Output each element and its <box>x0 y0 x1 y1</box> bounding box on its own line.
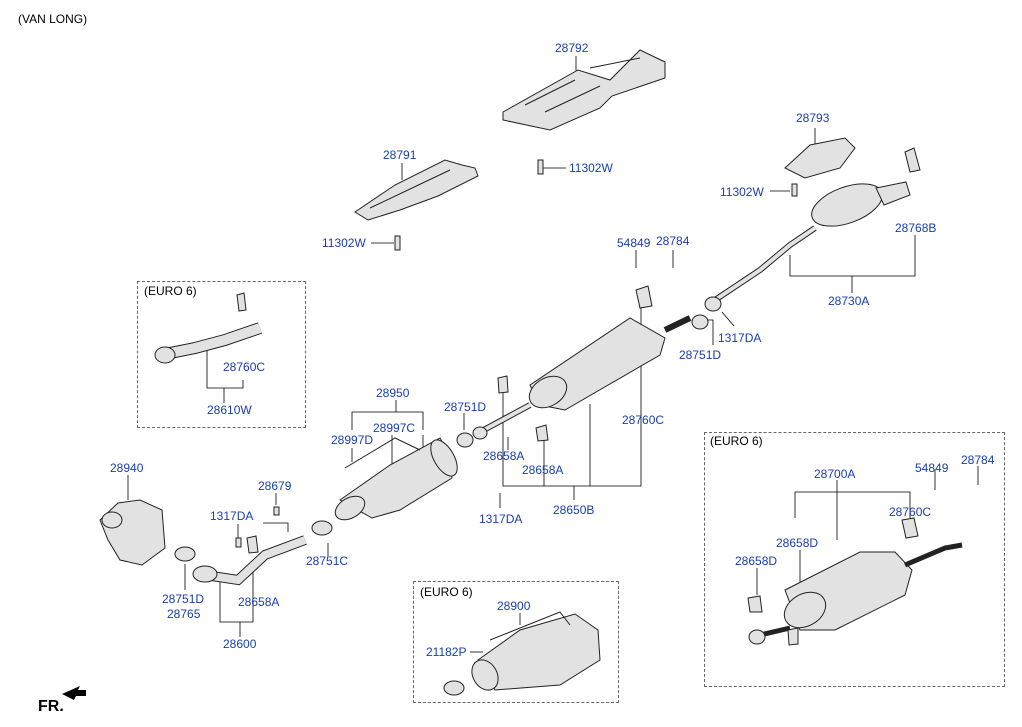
part-11302w-1[interactable]: 11302W <box>569 161 613 175</box>
euro6-hanger-28658d <box>747 595 763 613</box>
part-28658a-1[interactable]: 28658A <box>483 449 525 463</box>
gasket-28765 <box>174 546 196 562</box>
part-28730a[interactable]: 28730A <box>828 294 870 308</box>
flange-right <box>704 296 722 312</box>
part-28751d-2[interactable]: 28751D <box>444 400 487 414</box>
part-28765[interactable]: 28765 <box>167 607 201 621</box>
part-28997d[interactable]: 28997D <box>331 433 374 447</box>
diagram-header: (VAN LONG) <box>18 12 88 26</box>
bolt-11302w-1 <box>537 159 544 175</box>
part-1317da-2[interactable]: 1317DA <box>479 512 523 526</box>
hanger-28658a-1 <box>497 375 509 394</box>
euro6-pipe <box>154 346 176 364</box>
hanger-28768b <box>904 147 921 173</box>
part-21182p[interactable]: 21182P <box>426 645 467 659</box>
gasket-28751d <box>691 314 709 330</box>
part-28950[interactable]: 28950 <box>376 386 410 400</box>
euro6-hanger-28658d-2 <box>787 627 799 646</box>
heat-shield-28793 <box>784 137 856 179</box>
hanger-28658a-2 <box>535 424 549 442</box>
part-28658d-2[interactable]: 28658D <box>735 554 778 568</box>
part-28760c-2[interactable]: 28760C <box>622 413 665 427</box>
group-label-euro6-a: (EURO 6) <box>142 284 199 298</box>
part-28658d-1[interactable]: 28658D <box>776 536 819 550</box>
part-28997c[interactable]: 28997C <box>373 421 416 435</box>
part-54849-1[interactable]: 54849 <box>617 236 651 250</box>
front-indicator: FR. <box>38 698 64 715</box>
tail-pipe <box>875 181 911 206</box>
part-28751d-1[interactable]: 28751D <box>679 348 722 362</box>
part-28610w[interactable]: 28610W <box>207 403 252 417</box>
part-28751d-3[interactable]: 28751D <box>162 592 205 606</box>
heat-shield-28791 <box>354 159 479 221</box>
part-28768b[interactable]: 28768B <box>895 221 937 235</box>
nut-28679 <box>273 506 280 516</box>
euro6-box-a <box>137 281 306 428</box>
euro6-box-b <box>413 581 619 703</box>
part-28791[interactable]: 28791 <box>383 148 417 162</box>
part-11302w-3[interactable]: 11302W <box>720 185 764 199</box>
part-28751c[interactable]: 28751C <box>306 554 349 568</box>
part-28600[interactable]: 28600 <box>223 637 257 651</box>
heat-shield-28792 <box>502 49 666 131</box>
euro6-hanger <box>236 292 247 312</box>
hanger-28760c <box>635 285 653 309</box>
part-28650b[interactable]: 28650B <box>553 503 595 517</box>
part-shapes <box>99 49 963 696</box>
part-11302w-2[interactable]: 11302W <box>322 236 366 250</box>
part-28793[interactable]: 28793 <box>796 111 830 125</box>
bolt-1317da <box>235 537 242 548</box>
group-label-euro6-b: (EURO 6) <box>418 585 475 599</box>
pipe-flange <box>192 565 218 583</box>
part-28900[interactable]: 28900 <box>497 599 531 613</box>
part-28760c-1[interactable]: 28760C <box>223 360 266 374</box>
group-label-euro6-c: (EURO 6) <box>708 434 765 448</box>
part-54849-2[interactable]: 54849 <box>915 461 949 475</box>
part-28760c-3[interactable]: 28760C <box>889 505 932 519</box>
part-28679[interactable]: 28679 <box>258 479 292 493</box>
part-28700a[interactable]: 28700A <box>814 467 856 481</box>
part-28784-2[interactable]: 28784 <box>961 453 995 467</box>
gasket-28751d-mid <box>456 432 474 448</box>
part-28784-1[interactable]: 28784 <box>656 234 690 248</box>
rear-muffler <box>811 183 883 227</box>
hanger-28658a-3 <box>246 535 259 554</box>
bolt-11302w-3 <box>791 183 798 197</box>
part-28940[interactable]: 28940 <box>110 461 144 475</box>
bolt-11302w-2 <box>394 235 401 251</box>
part-28792[interactable]: 28792 <box>555 41 589 55</box>
part-28658a-2[interactable]: 28658A <box>522 463 564 477</box>
gasket-28751c <box>311 520 333 536</box>
front-arrow-icon <box>62 686 86 700</box>
catalytic-converter <box>99 499 166 566</box>
euro6-box-c <box>704 432 1005 687</box>
euro6-dpf-28900 <box>477 613 601 691</box>
part-1317da-1[interactable]: 1317DA <box>718 331 762 345</box>
part-28658a-3[interactable]: 28658A <box>238 595 280 609</box>
part-1317da-3[interactable]: 1317DA <box>210 509 254 523</box>
euro6-gasket <box>443 680 465 696</box>
euro6-hanger-28760c <box>901 517 919 539</box>
